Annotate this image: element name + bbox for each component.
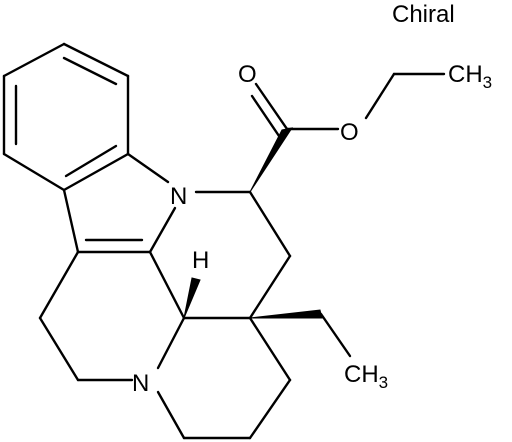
atom-o-ester: O [340, 119, 359, 146]
bond [248, 190, 292, 258]
ch3-base: CH [448, 61, 483, 88]
ch3-subscript: 3 [379, 373, 388, 392]
bond [248, 316, 292, 382]
bond [38, 316, 80, 382]
bond [62, 188, 80, 254]
bond [38, 250, 80, 320]
ch3-subscript: 3 [483, 73, 492, 92]
atom-h-stereo: H [192, 247, 209, 274]
bond [248, 254, 292, 320]
group-ch3-ester: CH3 [448, 61, 492, 92]
bond [254, 82, 289, 131]
ring-d [38, 250, 186, 382]
bond [2, 42, 66, 78]
wedge-bond-h [183, 277, 201, 319]
bond [248, 378, 292, 440]
ring-e [156, 316, 292, 440]
double-bond-inner [62, 56, 118, 86]
double-bond-inner [64, 144, 118, 178]
bond [148, 206, 177, 254]
pyrrole-ring [62, 152, 177, 254]
wedge-bond-ethyl [249, 309, 323, 319]
atom-n-indole: N [170, 183, 187, 210]
bond [364, 72, 396, 120]
ring-c [148, 190, 292, 320]
bond [148, 250, 186, 320]
wedge-bond-ester [249, 127, 294, 193]
atom-n-amine: N [132, 370, 149, 397]
atom-o-carbonyl: O [238, 61, 257, 88]
bond [62, 152, 130, 192]
benzene-ring [2, 42, 130, 192]
chiral-flag: Chiral [392, 1, 455, 28]
bond [126, 152, 170, 184]
double-bond-carbonyl [250, 94, 281, 138]
bond [2, 152, 66, 192]
bond [319, 312, 352, 358]
bond [156, 390, 186, 440]
group-ch3-side: CH3 [344, 361, 388, 392]
ch3-base: CH [344, 361, 379, 388]
bond [156, 316, 186, 370]
bond [62, 42, 130, 78]
